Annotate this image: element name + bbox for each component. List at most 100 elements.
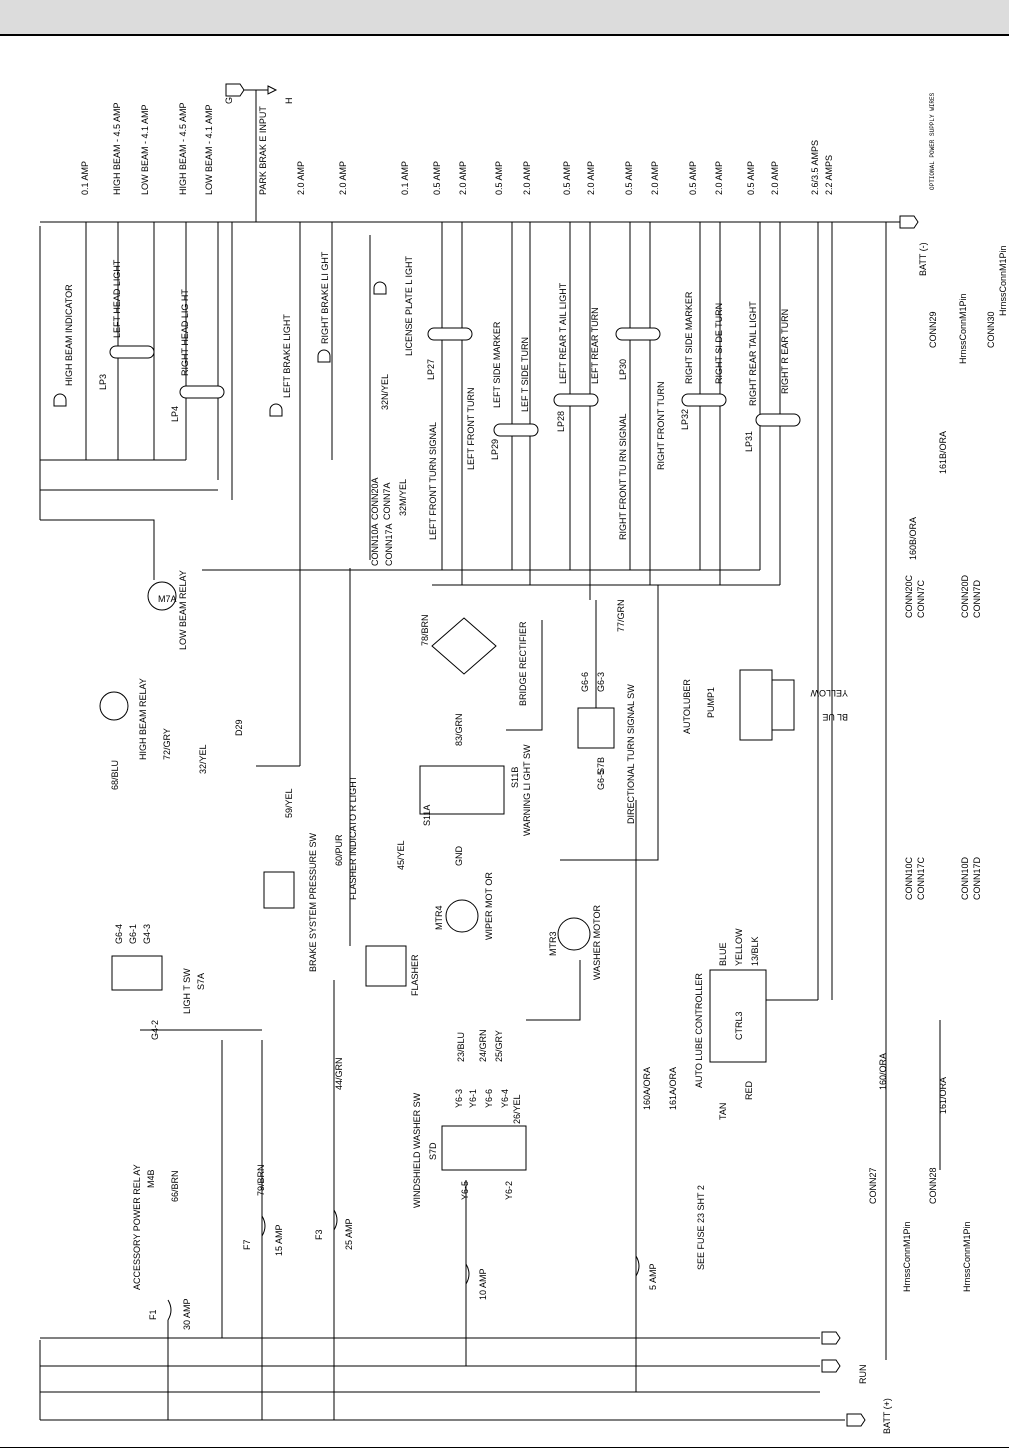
autoluber-label: AUTOLUBER [682, 679, 692, 734]
wire-label-17: 32N/YEL [380, 374, 390, 410]
directional-sw-id: S7B [596, 757, 606, 774]
lamp-right-head [179, 385, 225, 399]
wiper-motor-id: MTR4 [434, 906, 444, 931]
top-rating-13: 0.5 AMP [562, 161, 572, 195]
connector-11: CONN17D [972, 856, 982, 900]
pin-12: Y6-2 [504, 1181, 514, 1200]
connector-6: CONN20D [960, 574, 970, 618]
fuse-f1-rating: 30 AMP [182, 1298, 192, 1330]
top-rating-7: 2.0 AMP [338, 161, 348, 195]
fuse-10a-rating: 10 AMP [478, 1268, 488, 1300]
pin-8: Y6-1 [468, 1089, 478, 1108]
top-rating-21: 2.6/3.5 AMPS [810, 140, 820, 195]
fuse-5a-rating: 5 AMP [648, 1263, 658, 1290]
connector-13: CONN28 [928, 1167, 938, 1204]
wire-label-11: 66/BRN [170, 1170, 180, 1202]
directional-sw-label: DIRECTIONAL TURN SIGNAL SW [626, 684, 636, 824]
controller-blue: BLUE [718, 942, 728, 966]
top-rating-0: 0.1 AMP [80, 161, 90, 195]
fuse-f1-id: F1 [148, 1309, 158, 1320]
pin-9: Y6-6 [484, 1089, 494, 1108]
lamp-lp31 [755, 413, 801, 427]
rectifier-label: BRIDGE RECTIFIER [518, 621, 528, 706]
wire-label-6: 83/GRN [454, 713, 464, 746]
wire-label-8: 77/GRN [616, 599, 626, 632]
optional-power-label: OPTIONAL POWER SUPPLY WIRES [929, 92, 936, 190]
top-rating-17: 0.5 AMP [688, 161, 698, 195]
lamp-label-12: RIGHT SIDE MARKER [684, 291, 694, 384]
connector-12: CONN27 [868, 1167, 878, 1204]
controller-blk: 13/BLK [750, 936, 760, 966]
pin-4: G6-6 [580, 672, 590, 692]
directional-switch-box [577, 707, 615, 749]
lamp-label-7: LEFT SIDE MARKER [492, 321, 502, 408]
harness-1: HrnssConnM1Pin [962, 1221, 972, 1292]
flasher-label: FLASHER [410, 954, 420, 996]
hw-16 [526, 960, 581, 1021]
connector-3: CONN7A [382, 482, 392, 520]
fuse-5a [635, 1255, 640, 1277]
warning-sw-b: S11B [510, 767, 520, 788]
top-rating-8: 0.1 AMP [400, 161, 410, 195]
controller-name: AUTO LUBE CONTROLLER [694, 973, 704, 1088]
lamp-license [373, 281, 387, 295]
connector-8: CONN10C [904, 856, 914, 900]
lamp-label-3: LEFT BRAKE LIGHT [282, 314, 292, 398]
wire-label-1: 72/GRY [162, 728, 172, 760]
lamp-label-15: RIGHT R EAR TURN [780, 309, 790, 394]
fuse-f3-rating: 25 AMP [344, 1218, 354, 1250]
lamp-label-9: LEFT REAR T AIL LIGHT [558, 282, 568, 384]
lamp-ref-6: LP27 [426, 359, 436, 380]
run-terminal-2 [821, 1359, 841, 1373]
lamp-ref-1: LP3 [98, 374, 108, 390]
wiper-motor-label: WIPER MOT OR [484, 872, 494, 940]
pin-0: G6-4 [114, 924, 124, 944]
lamp-ref-9: LP28 [556, 411, 566, 432]
lamp-ref-14: LP31 [744, 431, 754, 452]
lamp-lp29 [493, 423, 539, 437]
bridge-rectifier [431, 617, 497, 675]
wire-label-20: 160B/ORA [908, 517, 918, 560]
top-rating-19: 0.5 AMP [746, 161, 756, 195]
connector-7: CONN7D [972, 579, 982, 618]
top-rating-20: 2.0 AMP [770, 161, 780, 195]
windshield-switch-box [441, 1125, 527, 1171]
top-rating-11: 0.5 AMP [494, 161, 504, 195]
pump-blue-label: BL UE [822, 712, 848, 722]
lamp-ref-12: LP32 [680, 409, 690, 430]
see-fuse-label: SEE FUSE 23 SHT 2 [696, 1185, 706, 1270]
hw-12 [560, 585, 659, 861]
gnd-label: GND [454, 846, 464, 867]
lamp-label-5: LICENSE PLATE L IGHT [404, 255, 414, 356]
batt-minus-label: BATT (-) [918, 242, 928, 276]
pump-yellow-label: YELLOW [810, 688, 848, 698]
top-rating-16: 2.0 AMP [650, 161, 660, 195]
wire-label-18: 160A/ORA [642, 1067, 652, 1110]
lamp-high-beam-ind [53, 393, 67, 407]
pin-1: G6-1 [128, 924, 138, 944]
bottom-rule [0, 1447, 1009, 1448]
lamp-label-8: LEF T SIDE TURN [520, 337, 530, 412]
pin-5: G6-3 [596, 672, 606, 692]
g-terminal [225, 83, 245, 97]
fuse-f7-rating: 15 AMP [274, 1224, 284, 1256]
top-rating-6: 2.0 AMP [296, 161, 306, 195]
pump-head [771, 679, 795, 731]
low-beam-relay-coil [147, 581, 177, 611]
connector-5: CONN7C [916, 579, 926, 618]
wire-label-12: 23/BLU [456, 1032, 466, 1062]
top-rating-14: 2.0 AMP [586, 161, 596, 195]
lamp-lp27 [427, 327, 473, 341]
accessory-relay-label: ACCESSORY POWER REL AY [132, 1164, 142, 1290]
wire-label-2: 32/YEL [198, 744, 208, 774]
wire-label-4: 60/PUR [334, 834, 344, 866]
connector-1: CONN17A [384, 523, 394, 566]
pump-label: PUMP1 [706, 687, 716, 718]
lamp-ref-11: LP30 [618, 359, 628, 380]
connector-10: CONN10D [960, 856, 970, 900]
lamp-ref-2: LP4 [170, 406, 180, 422]
pin-11: Y6-5 [460, 1181, 470, 1200]
wire-label-21: 161B/ORA [938, 431, 948, 474]
